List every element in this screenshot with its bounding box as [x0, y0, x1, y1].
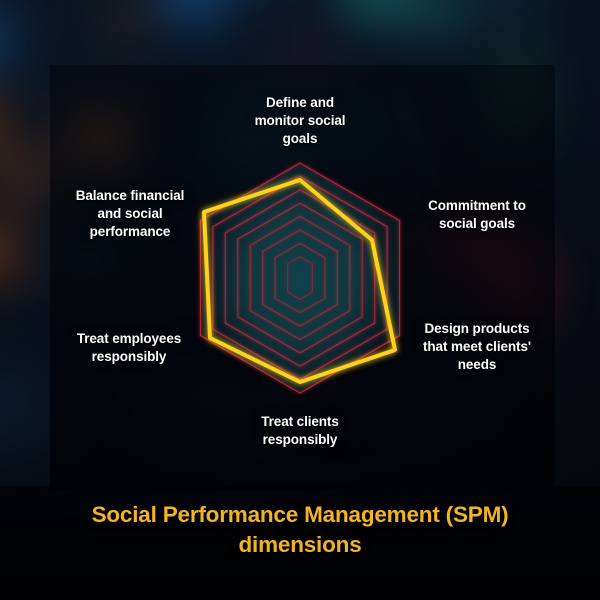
- grid-ring: [274, 242, 326, 314]
- axis-label-treat-clients-responsibly: Treat clients responsibly: [261, 414, 339, 447]
- grid-ring: [212, 175, 388, 381]
- radar-chart: [199, 162, 401, 394]
- radar-grid-rings: [199, 162, 401, 394]
- grid-ring: [286, 255, 314, 301]
- axis-label-balance-financial-social-perf: Balance financial and social performance: [75, 188, 185, 239]
- grid-ring: [237, 202, 363, 354]
- bokeh-blob: [108, 0, 148, 38]
- radar-chart-svg: [199, 162, 401, 394]
- axis-label-define-monitor-social-goals: Define and monitor social goals: [254, 95, 346, 146]
- bokeh-blob: [0, 10, 16, 68]
- grid-ring: [224, 189, 376, 367]
- axis-label-design-products-meet-clients-needs: Design products that meet clients' needs: [423, 321, 531, 372]
- grid-ring: [249, 215, 351, 341]
- title-band: [0, 486, 600, 600]
- axis-label-commitment-to-social-goals: Commitment to social goals: [428, 198, 526, 231]
- bokeh-blob: [0, 155, 46, 201]
- grid-ring: [262, 229, 338, 327]
- axis-label-treat-employees-responsibly: Treat employees responsibly: [76, 331, 182, 364]
- grid-ring: [199, 162, 401, 394]
- chart-title-line-2: dimensions: [238, 532, 362, 558]
- chart-title-line-1: Social Performance Management (SPM): [91, 502, 509, 527]
- radar-data-polygon: [202, 178, 397, 384]
- bokeh-blob: [0, 90, 10, 160]
- bokeh-blob: [0, 225, 18, 281]
- chart-title: Social Performance Management (SPM) dime…: [50, 500, 550, 560]
